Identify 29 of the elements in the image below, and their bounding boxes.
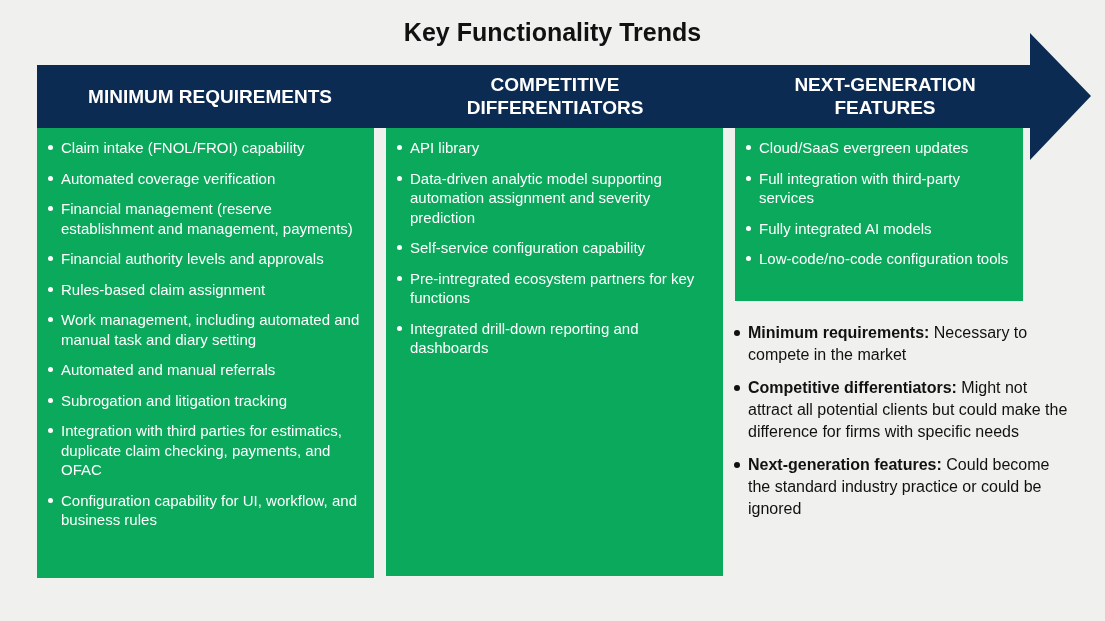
column-heading: MINIMUM REQUIREMENTS	[87, 85, 333, 108]
bullet-item: Data-driven analytic model supporting automation assignment and severity prediction	[410, 169, 662, 226]
bullet-item: Work management, including automated and manual task and diary setting	[61, 311, 360, 348]
feature-list-panel	[37, 128, 374, 578]
bullet-item: Automated and manual referrals	[61, 361, 276, 378]
column-heading: NEXT-GENERATION FEATURES	[793, 73, 977, 119]
column-heading: COMPETITIVE DIFFERENTIATORS	[465, 73, 645, 119]
feature-list-panel	[735, 128, 1023, 301]
bullet-item: Integration with third parties for estimatics, duplicate claim checking, payments, and OFAC	[61, 422, 342, 478]
bullet-item: Self-service configuration capability	[410, 239, 646, 256]
legend-note: Competitive differentiators: Might not attract all potential clients but could make the difference for firms with specific needs	[748, 378, 1068, 442]
legend-note: Minimum requirements: Necessary to compete in the market	[748, 323, 1029, 365]
bullet-item: Integrated drill-down reporting and dashboards	[410, 319, 639, 356]
bullet-item: Financial management (reserve establishment and management, payments)	[61, 200, 353, 237]
bullet-item: Configuration capability for UI, workflow, and business rules	[61, 491, 357, 528]
legend-note: Next-generation features: Could become the standard industry practice or could be ignored	[748, 455, 1051, 519]
bullet-item: Cloud/SaaS evergreen updates	[759, 139, 969, 156]
bullet-item: Pre-intregrated ecosystem partners for key functions	[410, 269, 695, 306]
bullet-item: Claim intake (FNOL/FROI) capability	[61, 139, 305, 156]
feature-list-panel	[386, 128, 723, 576]
bullet-item: Rules-based claim assignment	[61, 280, 266, 298]
bullet-item: Low-code/no-code configuration tools	[759, 250, 1009, 267]
bullet-item: Financial authority levels and approvals	[61, 250, 324, 267]
bullet-item: Full integration with third-party services	[759, 169, 960, 206]
bullet-item: Automated coverage verification	[61, 169, 276, 187]
bullet-item: Subrogation and litigation tracking	[61, 391, 287, 409]
bullet-item: API library	[410, 139, 480, 156]
bullet-item: Fully integrated AI models	[759, 219, 932, 237]
title: Key Functionality Trends	[402, 18, 703, 47]
